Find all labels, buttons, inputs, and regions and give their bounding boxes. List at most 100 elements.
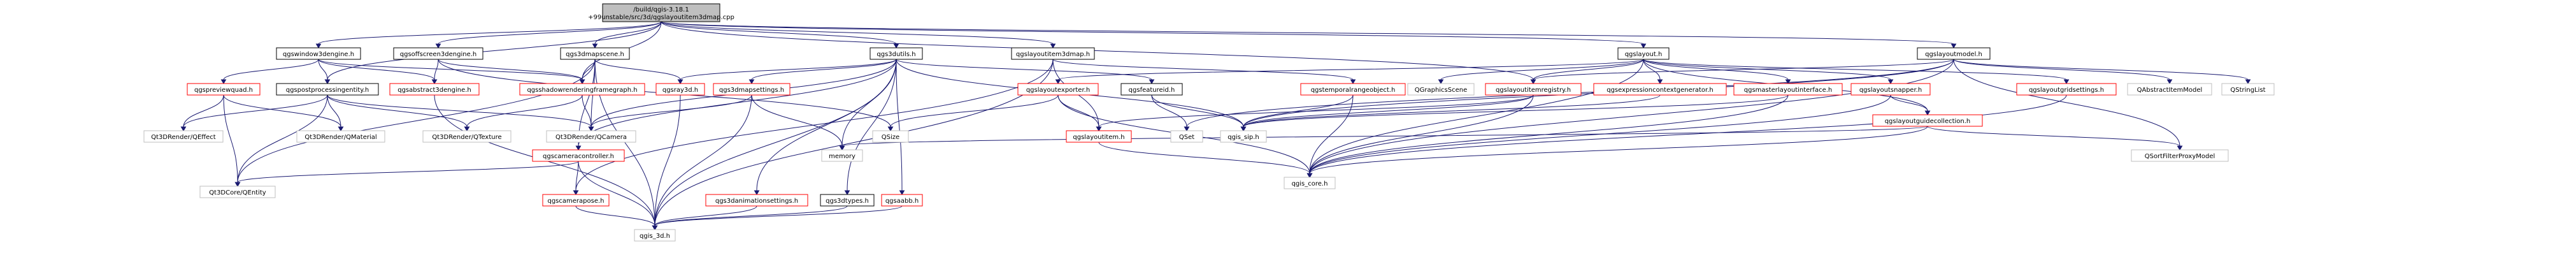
edge-qgswindow3dengine-to-qgspostprocessingentity xyxy=(318,59,328,80)
node-qt3drender-qtexture: Qt3DRender/QTexture xyxy=(422,130,512,143)
node-qgsfeatureid[interactable]: qgsfeatureid.h xyxy=(1120,83,1183,96)
node-qgs3dtypes[interactable]: qgs3dtypes.h xyxy=(820,194,875,207)
node-box xyxy=(1917,47,1991,60)
edge-qgswindow3dengine-to-qgsshadowrenderingframegraph xyxy=(318,59,583,80)
arrowhead-qgslayoutitem3dmap-to-qgscamerapose xyxy=(573,190,579,195)
edge-qgspreviewquad-to-qt3dcore_qentity xyxy=(223,94,238,183)
node-box xyxy=(296,130,385,143)
node-qgslayoutguidecollection[interactable]: qgslayoutguidecollection.h xyxy=(1872,114,1983,127)
node-label: qgsshadowrenderingframegraph.h xyxy=(527,87,637,94)
node-label: qgs3danimationsettings.h xyxy=(715,198,798,205)
node-qgsexpressioncontextgenerator[interactable]: qgsexpressioncontextgenerator.h xyxy=(1593,83,1727,96)
node-label: qgslayoutmodel.h xyxy=(1925,51,1982,58)
node-qgslayoutexporter[interactable]: qgslayoutexporter.h xyxy=(1017,83,1099,96)
node-label: qgscamerapose.h xyxy=(547,198,604,205)
node-qgsshadowrenderingframegraph[interactable]: qgsshadowrenderingframegraph.h xyxy=(519,83,645,96)
edge-qgspostprocessingentity-to-qt3drender_qeffect xyxy=(183,94,328,128)
edge-qgswindow3dengine-to-qgspreviewquad xyxy=(223,59,319,80)
node-label: qgslayoutexporter.h xyxy=(1026,87,1090,94)
node-label: QSortFilterProxyModel xyxy=(2145,153,2215,160)
edge-qgsexpressioncontextgenerator-to-qgis_sip xyxy=(1243,94,1661,128)
edge-root-to-qgslayout xyxy=(661,21,1644,45)
arrowhead-qgslayoutmodel-to-qgis_core xyxy=(1306,173,1313,178)
node-qsortfilterproxymodel: QSortFilterProxyModel xyxy=(2131,149,2229,162)
edge-qgs3dutils-to-qgs3dmapsettings xyxy=(751,59,897,80)
edge-qgsmasterlayoutinterface-to-qgis_core xyxy=(1309,94,1789,174)
edge-qgslayoutitemregistry-to-qgis_core xyxy=(1309,94,1534,174)
node-label: /build/qgis-3.18.1 xyxy=(633,6,689,13)
node-qgslayoutsnapper[interactable]: qgslayoutsnapper.h xyxy=(1850,83,1931,96)
edge-qgslayoutsnapper-to-qgslayoutguidecollection xyxy=(1890,94,1928,112)
node-qgs3dutils[interactable]: qgs3dutils.h xyxy=(869,47,923,60)
node-box xyxy=(1593,83,1727,96)
arrowhead-qgslayout-to-qgslayoutsnapper xyxy=(1887,79,1894,84)
edge-qgspostprocessingentity-to-qt3drender_qtexture xyxy=(327,94,468,128)
node-box xyxy=(1733,83,1843,96)
node-qgslayoutmodel[interactable]: qgslayoutmodel.h xyxy=(1917,47,1991,60)
node-label: qgstemporalrangeobject.h xyxy=(1311,87,1396,94)
node-box xyxy=(1170,130,1203,143)
arrowhead-qgslayoutmodel-to-qabstractitemmodel xyxy=(2166,79,2173,84)
edge-qgslayout-to-qgsmasterlayoutinterface xyxy=(1643,59,1789,80)
node-box xyxy=(705,194,808,207)
edge-qgs3danimationsettings-to-qgis_3d xyxy=(654,205,757,226)
node-qgspostprocessingentity[interactable]: qgspostprocessingentity.h xyxy=(276,83,379,96)
node-box xyxy=(519,83,645,96)
arrowhead-qgslayout-to-qgsexpressioncontextgenerator xyxy=(1657,79,1663,84)
node-box xyxy=(820,194,875,207)
node-box xyxy=(1220,130,1267,143)
node-qgslayoutgridsettings[interactable]: qgslayoutgridsettings.h xyxy=(2016,83,2117,96)
arrowhead-qgsoffscreen3dengine-to-qgsabstract3dengine xyxy=(431,79,438,84)
node-qgslayout[interactable]: qgslayout.h xyxy=(1617,47,1670,60)
edge-qgslayoutitem-to-qgis_core xyxy=(1098,142,1310,174)
node-label: qgis_3d.h xyxy=(640,233,670,240)
node-qt3drender-qmaterial: Qt3DRender/QMaterial xyxy=(296,130,385,143)
node-qgsabstract3dengine[interactable]: qgsabstract3dengine.h xyxy=(389,83,480,96)
node-box xyxy=(655,83,705,96)
arrowhead-qgslayoutexporter-to-qsize xyxy=(887,126,894,131)
node-label: qgslayoutitemregistry.h xyxy=(1496,87,1571,94)
arrowhead-root-to-qgs3dmapscene xyxy=(592,43,598,48)
edge-qgspostprocessingentity-to-qt3drender_qcamera xyxy=(327,94,592,128)
node-qgis-core: qgis_core.h xyxy=(1284,177,1336,189)
node-box xyxy=(199,186,276,198)
edge-qgslayoutexporter-to-qsize xyxy=(890,94,1059,128)
edge-qgslayoutmodel-to-qabstractitemmodel xyxy=(1953,59,2170,80)
arrowhead-qgswindow3dengine-to-qgspreviewquad xyxy=(220,79,227,84)
node-qgslayoutitem[interactable]: qgslayoutitem.h xyxy=(1066,130,1132,143)
node-box xyxy=(1872,114,1983,127)
node-qgslayoutitem3dmap[interactable]: qgslayoutitem3dmap.h xyxy=(1011,47,1095,60)
node-box xyxy=(276,47,361,60)
node-qgswindow3dengine[interactable]: qgswindow3dengine.h xyxy=(276,47,361,60)
node-label: qgscameracontroller.h xyxy=(543,153,614,160)
edge-qgsaabb-to-qgis_3d xyxy=(654,205,903,226)
node-qgsaabb[interactable]: qgsaabb.h xyxy=(881,194,923,207)
edge-qgstemporalrangeobject-to-qgis_core xyxy=(1309,94,1354,174)
edge-root-to-qgspostprocessingentity xyxy=(327,21,662,80)
node-qgstemporalrangeobject[interactable]: qgstemporalrangeobject.h xyxy=(1300,83,1406,96)
node-qset: QSet xyxy=(1170,130,1203,143)
node-qgs3dmapscene[interactable]: qgs3dmapscene.h xyxy=(560,47,630,60)
arrowhead-qgswindow3dengine-to-qgspostprocessingentity xyxy=(324,79,331,84)
edge-qgsfeatureid-to-qgis_sip xyxy=(1151,94,1244,128)
node-qgslayoutitemregistry[interactable]: qgslayoutitemregistry.h xyxy=(1485,83,1582,96)
node-qgsoffscreen3dengine[interactable]: qgsoffscreen3dengine.h xyxy=(393,47,483,60)
node-qgs3danimationsettings[interactable]: qgs3danimationsettings.h xyxy=(705,194,808,207)
node-box xyxy=(422,130,512,143)
node-label: QSize xyxy=(882,134,899,141)
node-qgspreviewquad[interactable]: qgspreviewquad.h xyxy=(187,83,261,96)
arrowhead-qgslayoutmodel-to-qgis_sip xyxy=(1240,126,1247,131)
node-qgscamerapose[interactable]: qgscamerapose.h xyxy=(542,194,610,207)
node-label: Qt3DCore/QEntity xyxy=(209,189,266,196)
node-qgsmasterlayoutinterface[interactable]: qgsmasterlayoutinterface.h xyxy=(1733,83,1843,96)
node-qgs3dmapsettings[interactable]: qgs3dmapsettings.h xyxy=(713,83,791,96)
node-qgsraycast[interactable]: qgsray3d.h xyxy=(655,83,705,96)
arrowhead-qgs3dutils-to-qgs3danimationsettings xyxy=(754,190,760,195)
node-box xyxy=(602,3,720,22)
edge-qgs3dmapsettings-to-qt3drender_qcamera xyxy=(590,94,752,128)
edge-qgs3dutils-to-qgsfeatureid xyxy=(896,59,1152,80)
node-qgscameracontroller[interactable]: qgscameracontroller.h xyxy=(532,149,625,162)
arrowhead-qgscameracontroller-to-qt3dcore_qentity xyxy=(234,182,241,187)
node-label: Qt3DRender/QEffect xyxy=(151,134,216,141)
arrowhead-root-to-qgslayoutmodel xyxy=(1950,43,1957,48)
